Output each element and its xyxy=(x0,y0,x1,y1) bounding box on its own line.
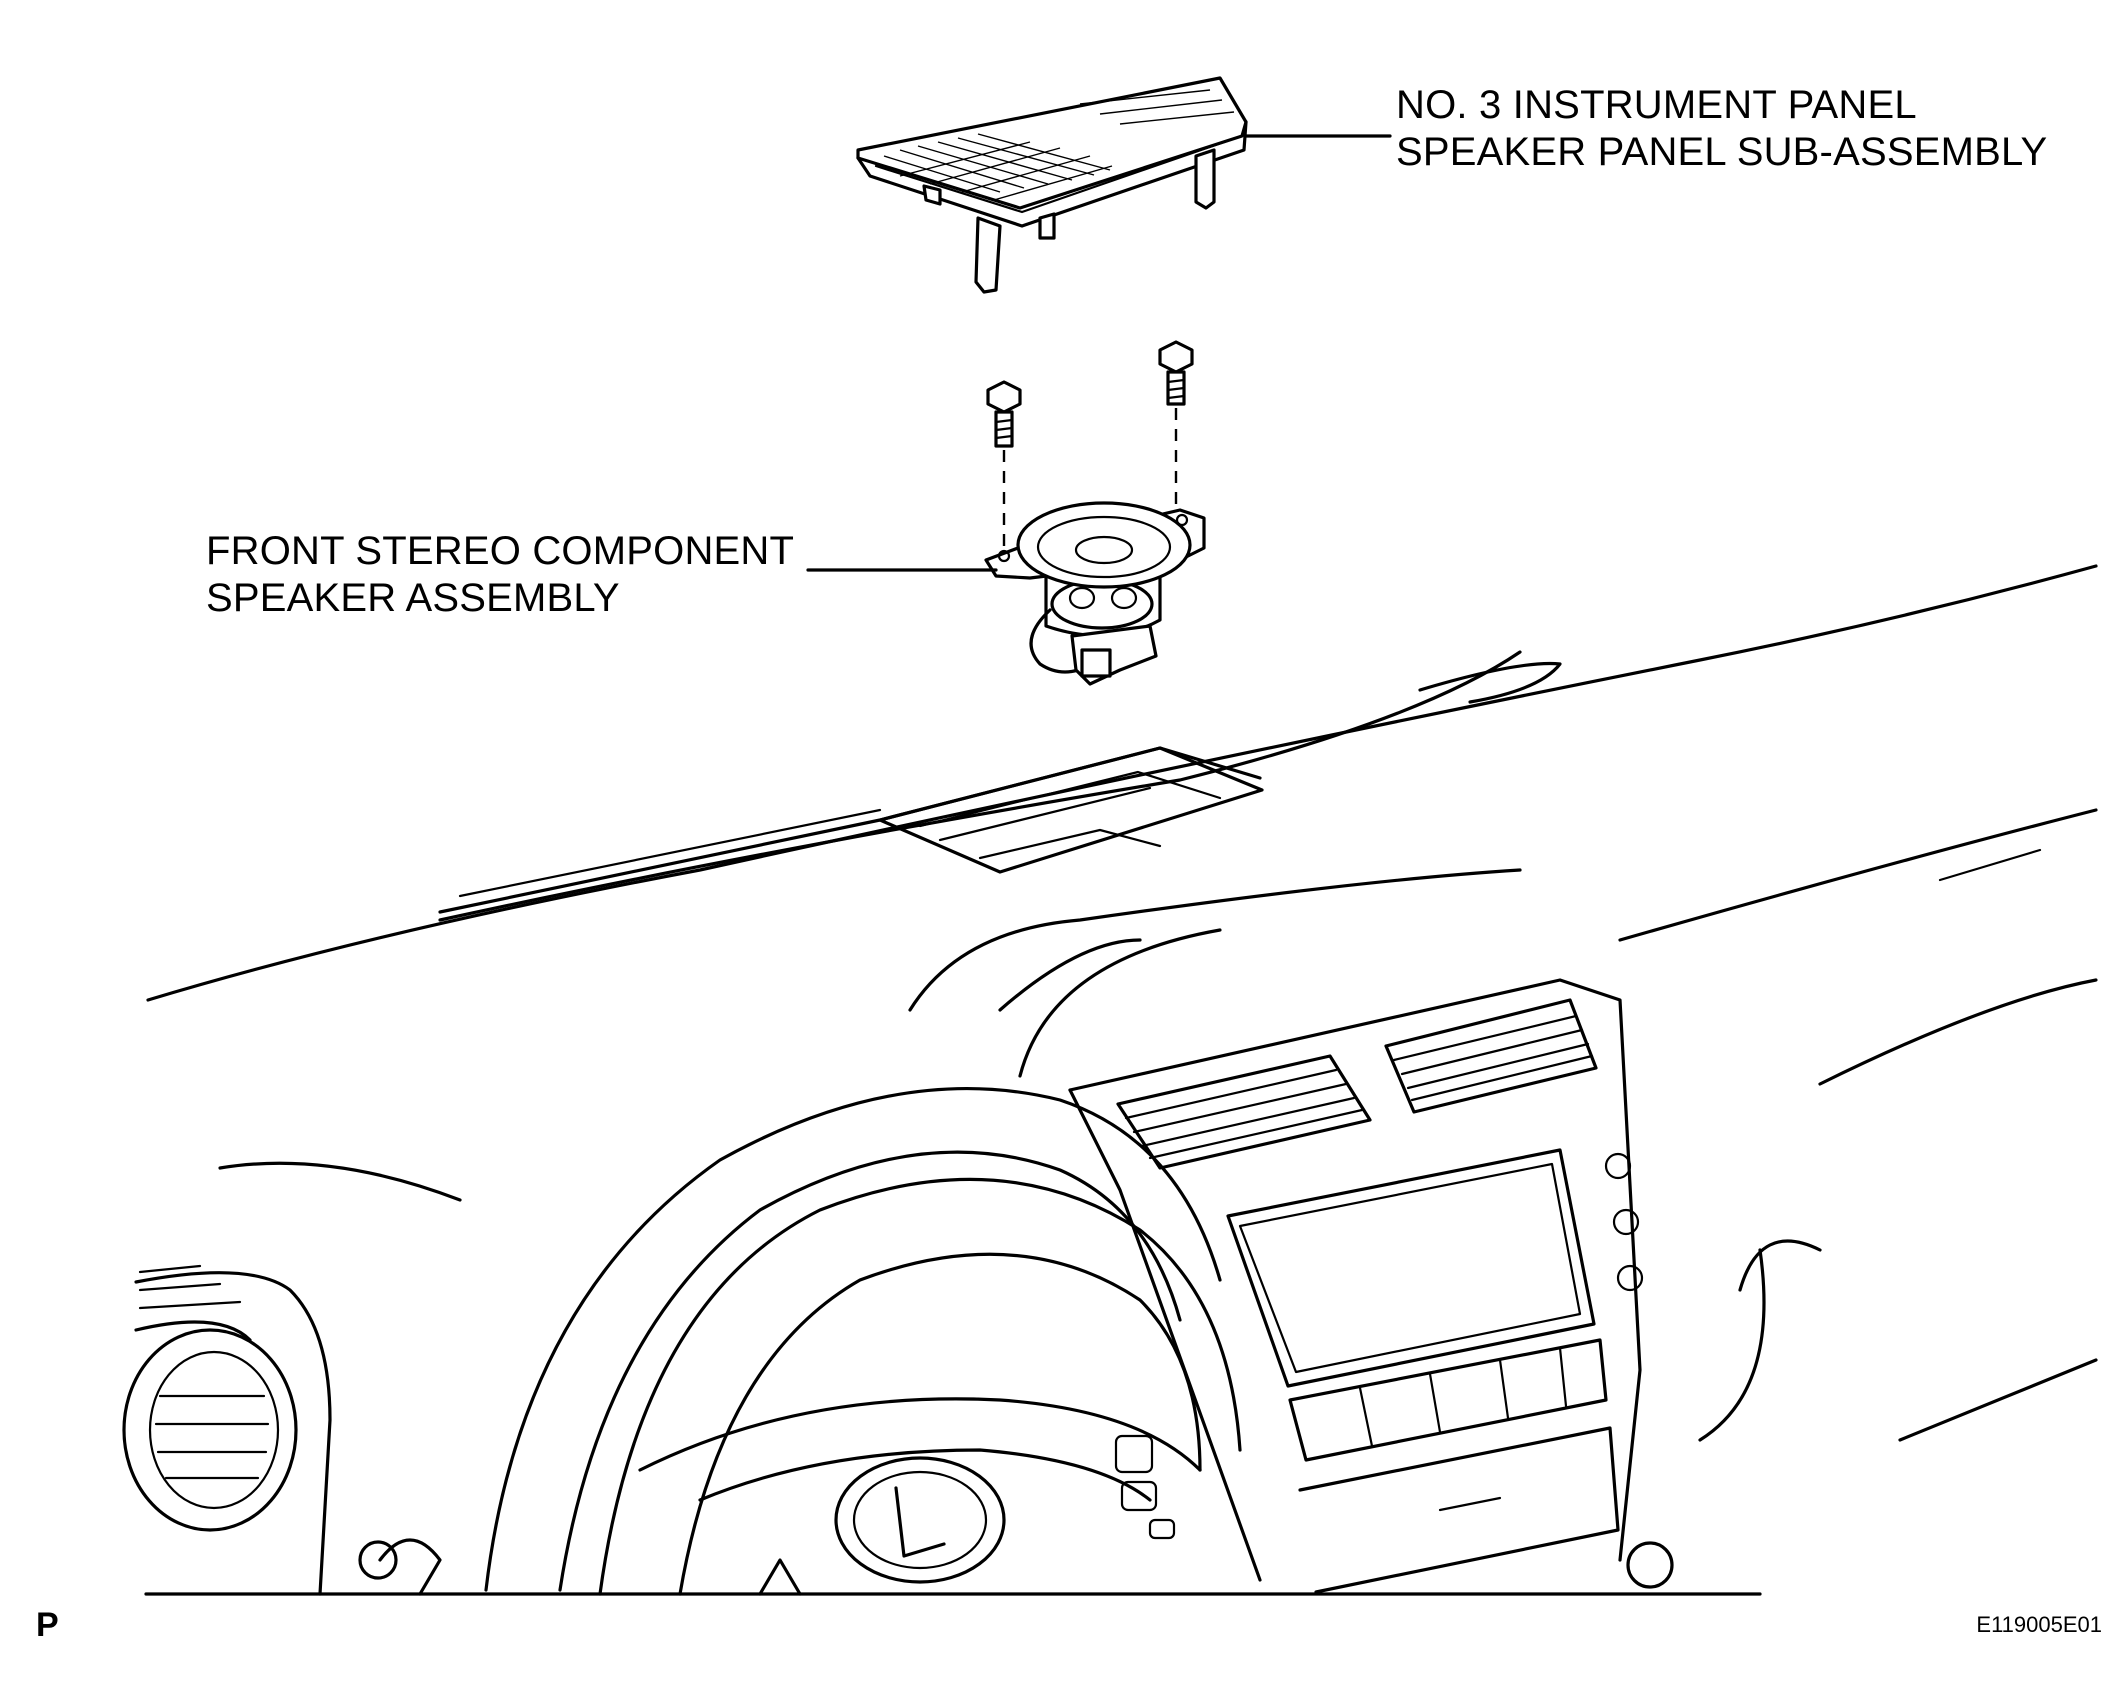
left-vent xyxy=(122,1264,332,1596)
front-speaker xyxy=(806,501,1206,686)
center-vents xyxy=(1116,998,1598,1170)
instrument-panel xyxy=(122,564,2098,1596)
screw-right xyxy=(1158,340,1194,406)
front-speaker-label-line2: SPEAKER ASSEMBLY xyxy=(206,576,620,620)
grille-pattern xyxy=(883,89,1235,201)
front-speaker-label-line1: FRONT STEREO COMPONENT xyxy=(206,529,795,573)
speaker-panel-cover xyxy=(856,76,1392,294)
screw-left xyxy=(986,380,1022,448)
speaker-panel-label-line1: NO. 3 INSTRUMENT PANEL xyxy=(1396,83,1917,127)
page-code: P xyxy=(36,1606,59,1644)
control-buttons xyxy=(1288,1152,1674,1594)
speaker-panel-label-line2: SPEAKER PANEL SUB-ASSEMBLY xyxy=(1396,130,2048,174)
steering-emblem xyxy=(834,1456,1006,1584)
navigation-display xyxy=(1226,1148,1596,1388)
front-speaker-label: FRONT STEREO COMPONENT SPEAKER ASSEMBLY xyxy=(206,528,794,622)
figure-id: E119005E01 xyxy=(1976,1612,2102,1637)
speaker-panel-label: NO. 3 INSTRUMENT PANEL SPEAKER PANEL SUB… xyxy=(1396,82,2047,176)
steering-wheel xyxy=(598,1177,1242,1596)
